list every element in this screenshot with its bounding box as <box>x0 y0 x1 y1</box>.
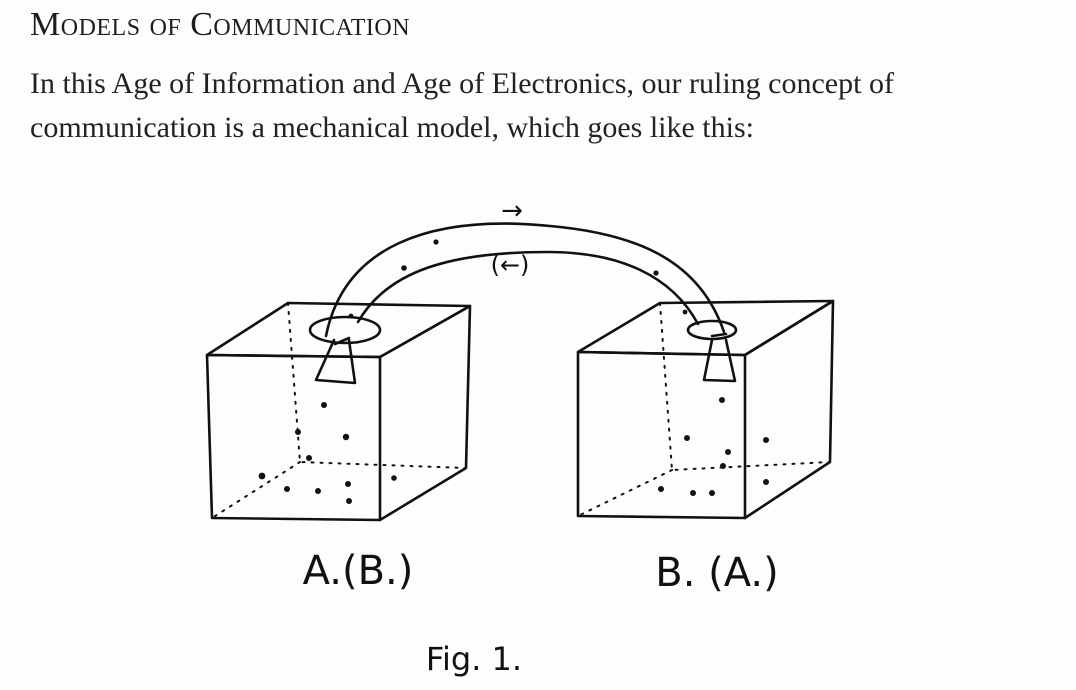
left-box-label: A.(B.) <box>303 548 414 594</box>
return-arrow-label: (←) <box>491 251 530 279</box>
communication-tube <box>324 222 728 346</box>
right-box-particles <box>658 397 769 496</box>
left-box <box>205 301 472 522</box>
intro-paragraph: In this Age of Information and Age of El… <box>30 67 894 144</box>
right-box-label: B. (A.) <box>655 550 778 596</box>
left-box-particles <box>258 402 397 504</box>
forward-arrow-label: → <box>501 196 523 226</box>
right-box <box>576 299 835 520</box>
figure-caption: Fig. 1. <box>426 640 522 678</box>
tube-particles <box>348 239 688 319</box>
section-heading: Models of Communication <box>30 6 411 43</box>
